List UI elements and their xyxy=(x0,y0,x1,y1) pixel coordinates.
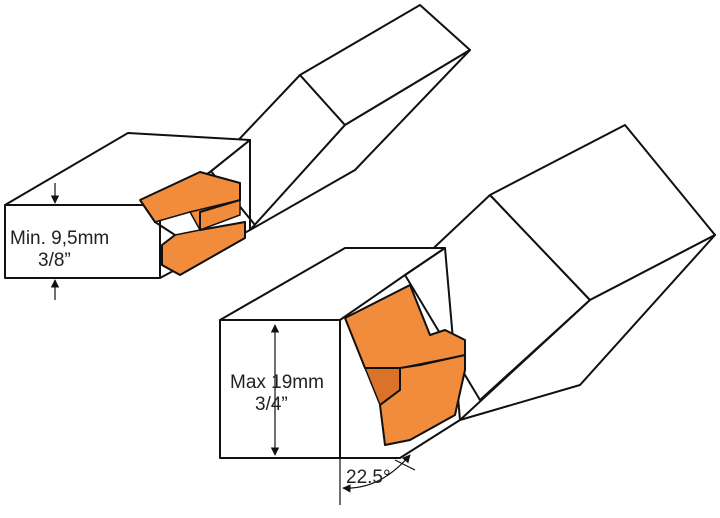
small-shank-side xyxy=(249,49,471,231)
large-shank-side xyxy=(459,234,716,421)
small-cutter-outline xyxy=(139,171,246,276)
large-board-dimension-mm: Max 19mm xyxy=(230,372,324,393)
angle-label: 22.5° xyxy=(346,467,391,488)
small-board-assembly: Min. 9,5mm 3/8” xyxy=(4,4,471,300)
small-board-dimension-inch: 3/8” xyxy=(38,250,71,271)
small-board-dimension-mm: Min. 9,5mm xyxy=(10,228,109,249)
large-board-assembly: Max 19mm 3/4” 22.5° xyxy=(219,124,716,505)
large-board-dimension-inch: 3/4” xyxy=(255,394,288,415)
large-cutter-edge xyxy=(344,317,400,369)
angle-bevel-line xyxy=(394,459,416,471)
angle-arc xyxy=(342,454,411,493)
